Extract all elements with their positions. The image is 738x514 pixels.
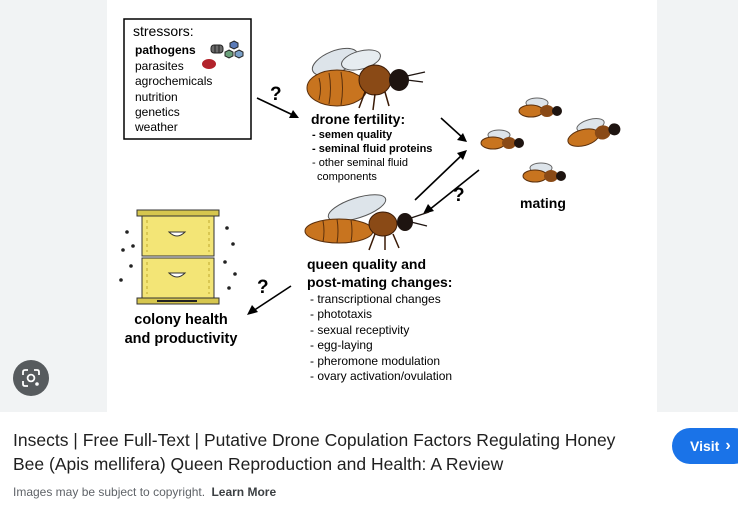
arrow	[428, 169, 480, 211]
queen-item: - phototaxis	[310, 307, 372, 321]
queen-item: - transcriptional changes	[310, 292, 441, 306]
drone-fertility-item: - semen quality	[312, 129, 393, 141]
stressors-box	[123, 18, 252, 140]
queen-item: - ovary activation/ovulation	[310, 369, 452, 383]
chevron-right-icon: ›	[725, 437, 731, 454]
drone-fertility-item: components	[317, 171, 377, 183]
google-lens-icon	[22, 369, 40, 387]
result-title-line: Bee (Apis mellifera) Queen Reproduction …	[13, 454, 504, 474]
arrow	[256, 97, 296, 117]
arrow-head	[423, 204, 434, 214]
drone-fertility-item: - other seminal fluid	[312, 157, 408, 169]
arrow-head	[457, 150, 467, 160]
copyright-notice: Images may be subject to copyright. Lear…	[13, 485, 276, 499]
stressor-item: genetics	[135, 105, 180, 119]
figure-image[interactable]: stressors: pathogens parasites agrochemi…	[107, 0, 657, 412]
result-title-line: Insects | Free Full-Text | Putative Dron…	[13, 430, 616, 450]
result-title-link[interactable]: Insects | Free Full-Text | Putative Dron…	[13, 428, 653, 476]
image-preview-panel: stressors: pathogens parasites agrochemi…	[0, 0, 738, 412]
arrow-head	[457, 133, 467, 142]
google-lens-button[interactable]	[13, 360, 49, 396]
arrow-head	[289, 110, 299, 118]
visit-label: Visit	[690, 438, 720, 454]
queen-bee-illustration	[304, 194, 430, 251]
stressor-item: pathogens	[135, 43, 196, 57]
queen-item: - egg-laying	[310, 338, 373, 352]
pathogen-icon	[210, 40, 244, 59]
drone-bee-illustration	[306, 47, 426, 111]
figure-diagram: stressors: pathogens parasites agrochemi…	[119, 18, 621, 383]
question-mark: ?	[270, 84, 282, 105]
drone-fertility-item: - seminal fluid proteins	[312, 143, 432, 155]
stressors-heading: stressors:	[133, 23, 194, 39]
mating-label: mating	[520, 195, 566, 211]
parasite-icon	[202, 59, 216, 69]
colony-label: and productivity	[125, 331, 238, 347]
visit-button[interactable]: Visit ›	[672, 428, 738, 464]
beehive-illustration	[119, 209, 237, 305]
mating-bees-illustration	[480, 97, 621, 183]
learn-more-link[interactable]: Learn More	[211, 485, 277, 499]
arrow	[414, 153, 464, 201]
question-mark: ?	[257, 277, 269, 298]
arrow	[440, 117, 464, 139]
arrow-head	[247, 305, 258, 315]
copyright-text: Images may be subject to copyright.	[13, 485, 206, 499]
stressor-item: agrochemicals	[135, 74, 212, 88]
queen-heading: post-mating changes:	[307, 274, 452, 290]
stressor-item: nutrition	[135, 90, 178, 104]
queen-heading: queen quality and	[307, 256, 426, 272]
stressor-item: weather	[134, 120, 178, 134]
queen-item: - pheromone modulation	[310, 354, 440, 368]
drone-fertility-heading: drone fertility:	[311, 111, 405, 127]
stressor-item: parasites	[135, 59, 184, 73]
arrow	[252, 285, 292, 312]
colony-label: colony health	[134, 312, 227, 328]
question-mark: ?	[453, 185, 465, 206]
queen-item: - sexual receptivity	[310, 323, 409, 337]
